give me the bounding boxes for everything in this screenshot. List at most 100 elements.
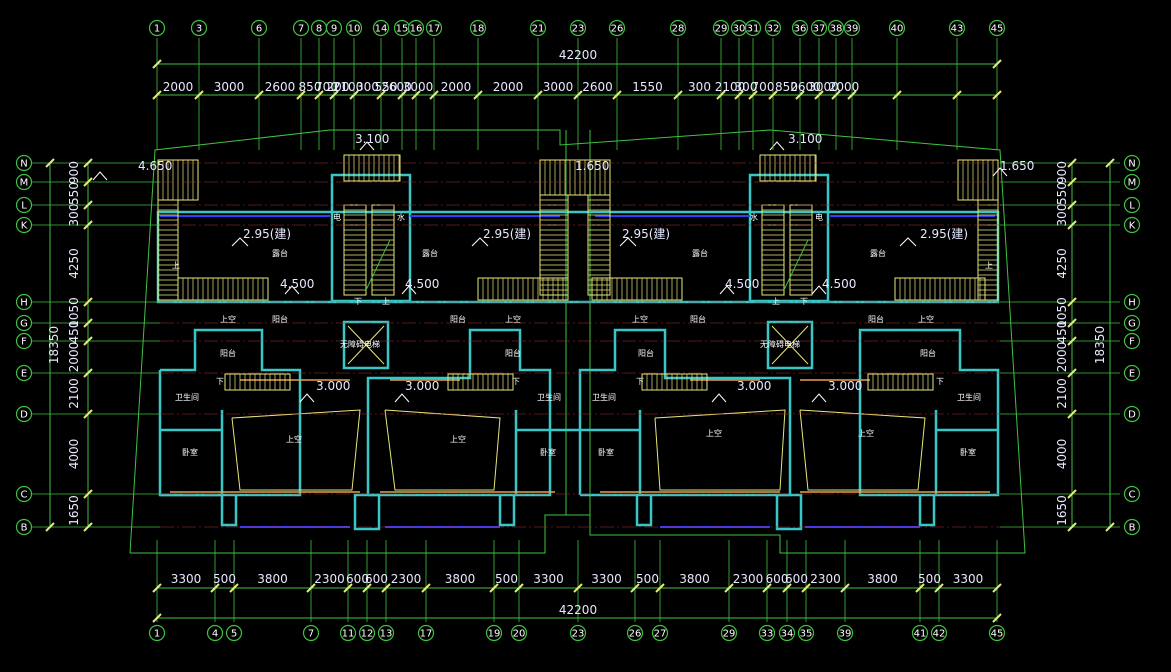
dimension-tick xyxy=(1067,200,1077,210)
dimension-label: 900 xyxy=(67,161,81,184)
dimension-tick xyxy=(152,59,162,69)
dimension-label: 850 xyxy=(775,80,798,94)
axis-label: 21 xyxy=(532,24,545,35)
stair-down-label: 下 xyxy=(216,377,224,386)
dimension-label: 550 xyxy=(67,182,81,205)
axis-label: B xyxy=(1129,523,1136,534)
room-label-bathroom: 卫生间 xyxy=(957,392,981,402)
dimension-tick xyxy=(83,158,93,168)
dimension-label: 4000 xyxy=(1055,439,1069,470)
dimension-tick xyxy=(83,336,93,346)
dimension-label: 2600 xyxy=(790,80,821,94)
axis-bubble: M xyxy=(15,173,33,191)
dimension-tick xyxy=(152,583,162,593)
axis-label: 39 xyxy=(846,24,859,35)
axis-bubble: 28 xyxy=(669,19,687,37)
dimension-label: 500 xyxy=(213,572,236,586)
building-outline xyxy=(129,129,1026,554)
elevation-label: 4.500 xyxy=(280,277,314,291)
dimension-tick xyxy=(229,583,239,593)
axis-bubble: L xyxy=(1123,196,1141,214)
total-left: 18350 xyxy=(47,326,61,364)
dimension-tick xyxy=(952,90,962,100)
elevation-label: 1.650 xyxy=(1000,159,1034,173)
axis-label: H xyxy=(1128,298,1136,309)
dimension-tick xyxy=(992,59,1002,69)
dimension-tick xyxy=(847,90,857,100)
room-label-terrace: 露台 xyxy=(422,248,438,258)
dimension-tick xyxy=(630,583,640,593)
room-label-balcony: 阳台 xyxy=(450,314,466,324)
dimension-label: 3800 xyxy=(257,572,288,586)
dimension-label: 3000 xyxy=(403,80,434,94)
dimension-label: 200 xyxy=(327,80,350,94)
room-label-bedroom: 卧室 xyxy=(598,447,614,457)
dimension-tick xyxy=(514,583,524,593)
axis-label: 4 xyxy=(212,629,218,640)
dimension-label: 500 xyxy=(918,572,941,586)
axis-label: 13 xyxy=(380,629,393,640)
dimension-tick xyxy=(210,583,220,593)
axis-label: 5 xyxy=(231,629,237,640)
axis-bubble: K xyxy=(15,216,33,234)
dimension-label: 450 xyxy=(1055,321,1069,344)
axis-label: B xyxy=(21,523,28,534)
dimension-tick xyxy=(795,90,805,100)
dimension-tick xyxy=(152,90,162,100)
axis-label: 45 xyxy=(991,629,1004,640)
dimension-label: 3000 xyxy=(543,80,574,94)
axis-bubble: 42 xyxy=(930,624,948,642)
axis-bubble: 18 xyxy=(469,19,487,37)
axis-label: E xyxy=(21,369,27,380)
axis-bubble: 9 xyxy=(325,19,343,37)
axis-bubble: N xyxy=(1123,154,1141,172)
axis-bubble: 7 xyxy=(292,19,310,37)
dimension-tick xyxy=(83,522,93,532)
dimension-tick xyxy=(892,90,902,100)
dimension-label: 900 xyxy=(1055,161,1069,184)
axis-bubble: K xyxy=(1123,216,1141,234)
dimension-tick xyxy=(362,583,372,593)
dimension-tick xyxy=(83,368,93,378)
room-label-void: 上空 xyxy=(220,314,236,324)
room-label-void: 上空 xyxy=(505,314,521,324)
stair-down-label: 下 xyxy=(936,377,944,386)
room-label-void: 上空 xyxy=(858,428,874,438)
elevation-label: 2.95(建) xyxy=(243,227,291,241)
dimension-tick xyxy=(831,90,841,100)
axis-label: 26 xyxy=(611,24,624,35)
dimension-tick xyxy=(724,583,734,593)
axis-bubble: H xyxy=(15,293,33,311)
dimension-tick xyxy=(734,90,744,100)
dimension-tick xyxy=(45,522,55,532)
dimension-label: 500 xyxy=(636,572,659,586)
dimension-tick xyxy=(748,90,758,100)
room-label-balcony: 阳台 xyxy=(220,348,236,358)
dimension-tick xyxy=(768,90,778,100)
total-top: 42200 xyxy=(559,48,597,62)
dimension-tick xyxy=(83,409,93,419)
axis-bubble: 1 xyxy=(148,624,166,642)
dimension-tick xyxy=(801,583,811,593)
axis-bubble: 39 xyxy=(836,624,854,642)
axis-bubble: C xyxy=(15,485,33,503)
dimension-label: 1050 xyxy=(1055,297,1069,328)
axis-label: 14 xyxy=(375,24,388,35)
room-label-terrace: 露台 xyxy=(692,248,708,258)
axis-label: 45 xyxy=(991,24,1004,35)
axis-label: 3 xyxy=(196,24,202,35)
dimension-tick xyxy=(194,90,204,100)
dimension-label: 500 xyxy=(495,572,518,586)
axis-label: 1 xyxy=(154,629,160,640)
axis-bubble: L xyxy=(15,196,33,214)
dimension-label: 1050 xyxy=(67,297,81,328)
dimension-label: 2600 xyxy=(582,80,613,94)
room-labels: 露台 露台 露台 露台 上空 上空 上空 上空 阳台 阳台 阳台 阳台 阳台 阳… xyxy=(172,212,993,457)
dimension-label: 300 xyxy=(356,80,379,94)
axis-label: 40 xyxy=(891,24,904,35)
elevator-marks xyxy=(347,325,809,365)
dimension-label: 550 xyxy=(1055,182,1069,205)
